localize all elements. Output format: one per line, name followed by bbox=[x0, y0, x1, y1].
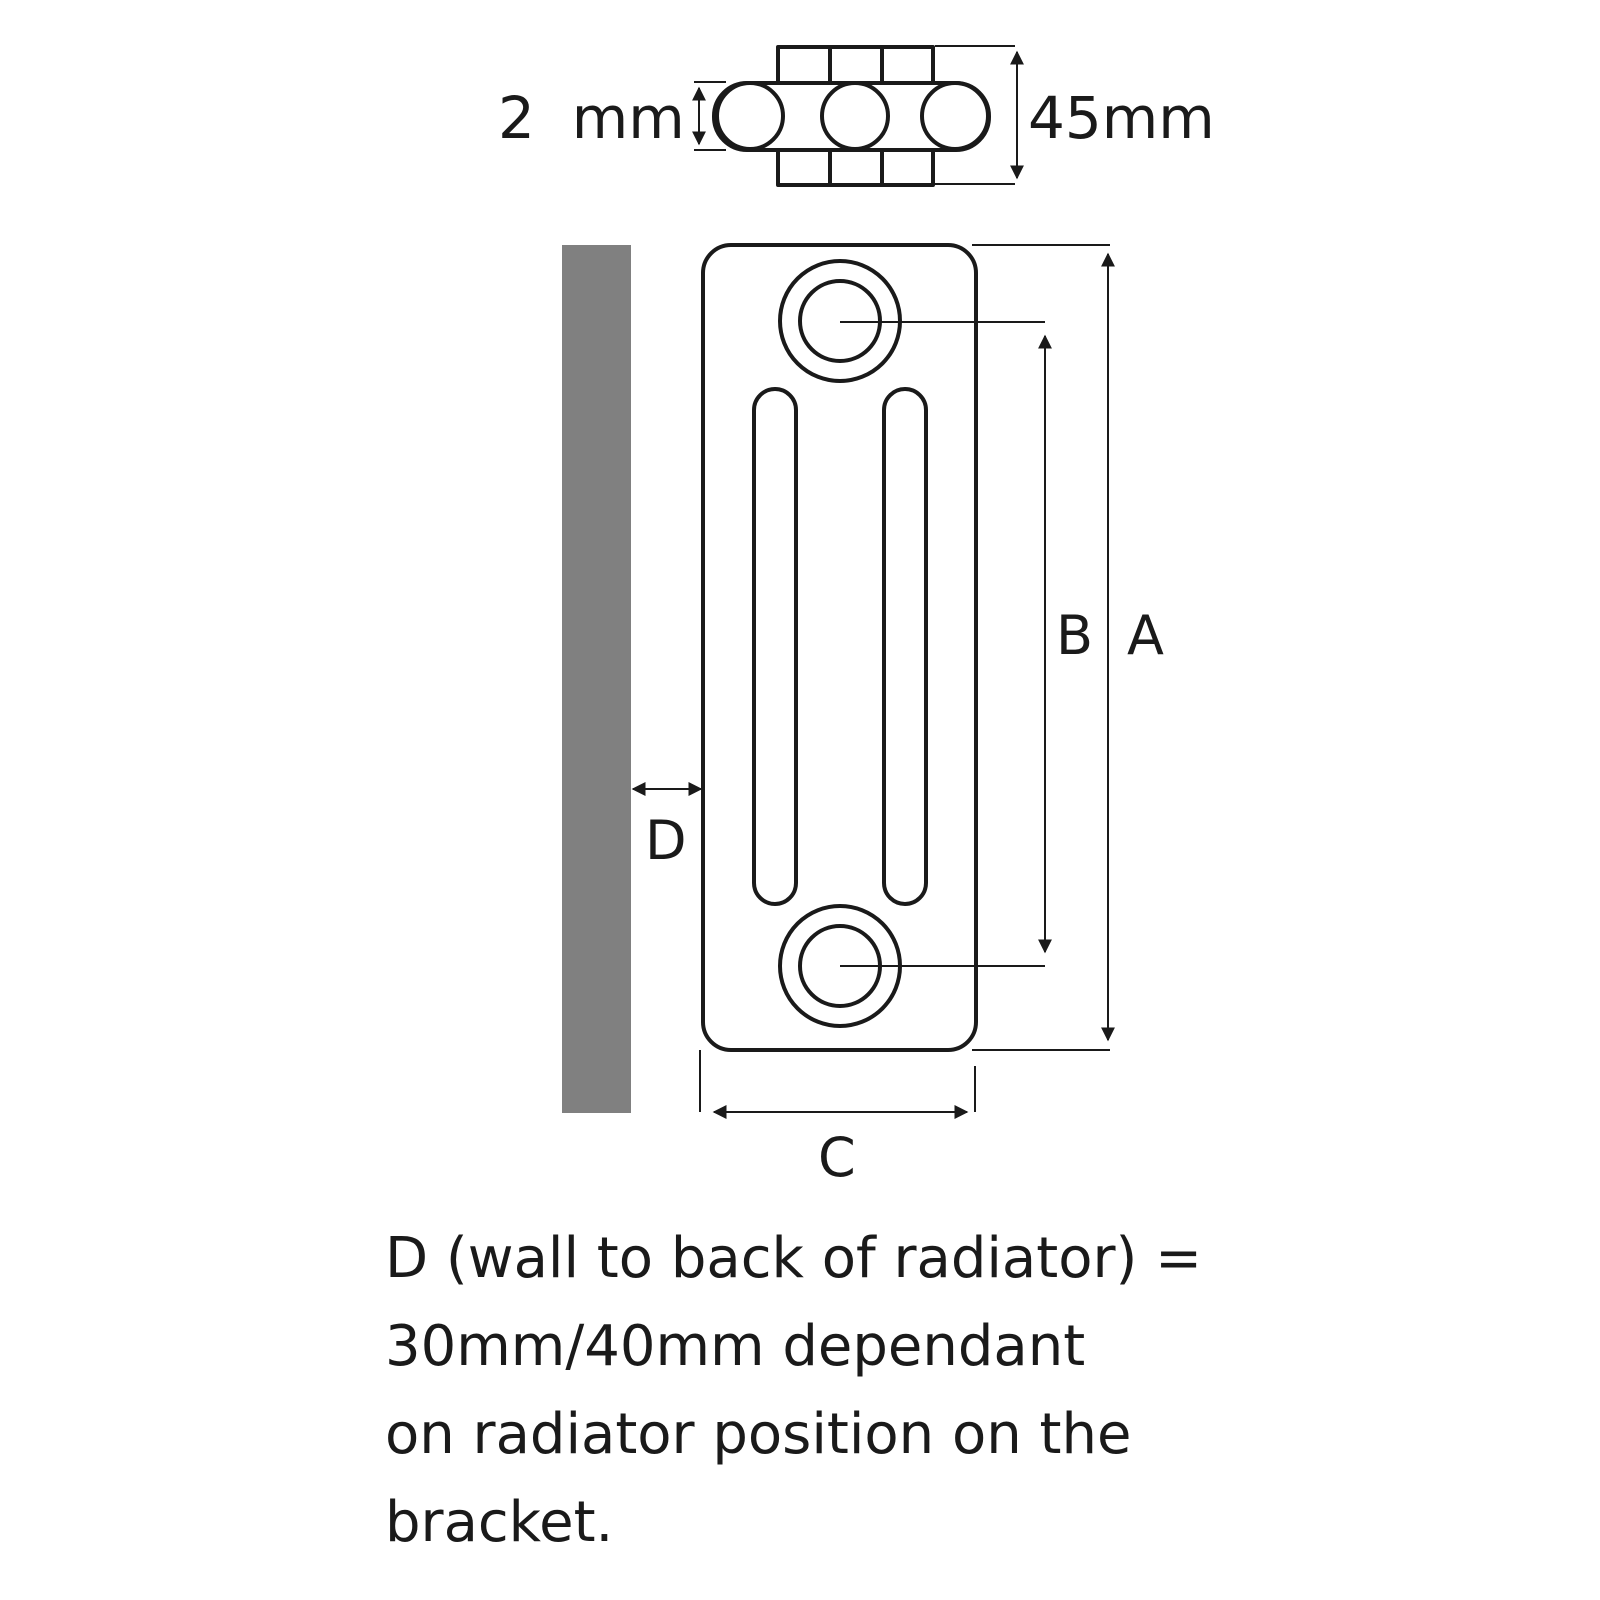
column-tubes bbox=[712, 81, 991, 152]
caption: D (wall to back of radiator) = 30mm/40mm… bbox=[385, 1215, 1385, 1567]
top-view: 2 mm 45mm bbox=[498, 45, 1215, 187]
label-a: A bbox=[1127, 604, 1164, 667]
caption-line-2: 30mm/40mm dependant bbox=[385, 1314, 1086, 1379]
right-dimension-marker bbox=[935, 45, 1024, 185]
dimension-a bbox=[972, 244, 1115, 1051]
radiator-front-view bbox=[701, 243, 978, 1052]
radiator-outline bbox=[701, 243, 978, 1052]
dimension-c bbox=[699, 1050, 976, 1119]
caption-line-4: bracket. bbox=[385, 1490, 614, 1555]
label-b: B bbox=[1056, 604, 1093, 667]
label-d: D bbox=[645, 809, 687, 872]
wall bbox=[562, 245, 631, 1113]
right-fin bbox=[882, 387, 928, 906]
caption-line-1: D (wall to back of radiator) = bbox=[385, 1226, 1203, 1291]
caption-line-3: on radiator position on the bbox=[385, 1402, 1132, 1467]
label-c: C bbox=[818, 1126, 856, 1189]
dimension-b bbox=[840, 321, 1052, 967]
left-fin bbox=[752, 387, 798, 906]
left-dimension-label: 2 mm bbox=[498, 84, 685, 152]
right-dimension-label: 45mm bbox=[1028, 84, 1215, 152]
left-dimension-marker bbox=[692, 81, 726, 151]
